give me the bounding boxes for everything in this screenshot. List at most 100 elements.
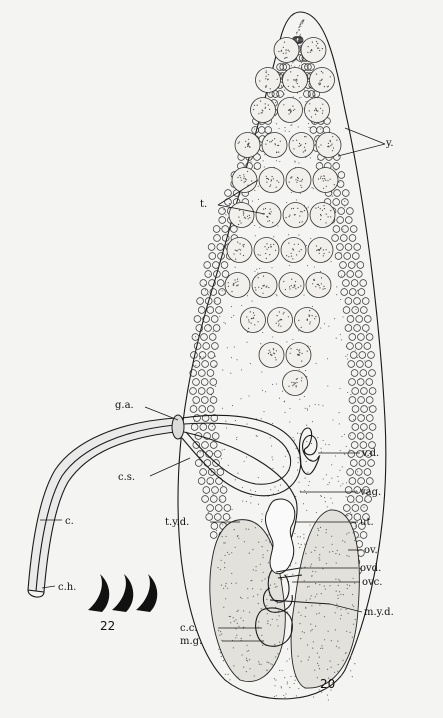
testis-stipple <box>302 151 304 153</box>
yolk-region-dot <box>223 587 225 589</box>
yolk-region-dot <box>335 578 337 580</box>
testis-stipple <box>269 254 271 256</box>
stipple-dot <box>357 289 359 291</box>
testis <box>240 307 266 333</box>
stipple-dot <box>292 436 294 439</box>
yolk-follicle <box>365 333 374 341</box>
stipple-dot <box>277 490 279 492</box>
yolk-region-dot <box>243 541 245 543</box>
stipple-dot <box>214 300 216 302</box>
yolk-follicle <box>199 279 208 287</box>
stipple-dot <box>307 123 309 125</box>
stipple-dot <box>327 699 329 701</box>
yolk-follicle <box>344 297 353 305</box>
stipple-dot <box>267 534 269 536</box>
testis-stipple <box>291 381 293 383</box>
yolk-region-dot <box>220 655 222 658</box>
yolk-region-dot <box>267 623 269 625</box>
yolk-region-dot <box>266 613 268 615</box>
yolk-follicle <box>309 126 318 134</box>
yolk-follicle <box>362 324 370 332</box>
yolk-region-dot <box>309 598 311 600</box>
yolk-follicle <box>367 351 375 359</box>
yolk-follicle <box>219 486 228 494</box>
testis-stipple <box>266 215 269 218</box>
testis-stipple <box>325 179 327 181</box>
stipple-dot <box>338 181 340 183</box>
stipple-dot <box>283 401 285 403</box>
testis-stipple <box>240 222 242 224</box>
yolk-region-dot <box>352 593 354 596</box>
stipple-dot <box>203 356 205 358</box>
stipple-dot <box>303 294 305 296</box>
testis-stipple <box>259 80 261 82</box>
testis-stipple <box>285 52 287 54</box>
yolk-follicle <box>212 459 220 467</box>
testis-stipple <box>244 180 246 182</box>
yolk-follicle <box>204 270 212 278</box>
testis-stipple <box>283 41 286 43</box>
testis-stipple <box>244 146 247 148</box>
yolk-follicle <box>207 243 216 251</box>
stipple-dot <box>231 405 234 407</box>
testis-stipple <box>298 250 300 252</box>
testis-stipple <box>327 216 329 218</box>
yolk-region-dot <box>255 570 257 572</box>
stipple-dot <box>241 304 243 306</box>
stipple-dot <box>219 315 221 317</box>
stipple-dot <box>298 66 300 68</box>
stipple-dot <box>240 398 242 400</box>
yolk-follicle <box>264 126 272 134</box>
testis-stipple <box>322 288 324 290</box>
yolk-region-dot <box>240 617 242 619</box>
stipple-dot <box>300 62 302 64</box>
testis-stipple <box>327 85 329 87</box>
testis-stipple <box>272 222 274 224</box>
stipple-dot <box>298 97 301 99</box>
stipple-dot <box>309 345 311 348</box>
testis-stipple <box>274 138 276 140</box>
yolk-follicle <box>368 387 377 395</box>
yolk-follicle <box>363 342 372 350</box>
stipple-dot <box>292 96 294 98</box>
testis-stipple <box>320 175 322 177</box>
yolk-follicle <box>344 243 353 251</box>
yolk-region-dot <box>227 673 229 676</box>
yolk-follicle <box>209 288 218 296</box>
stipple-dot <box>221 484 224 486</box>
stipple-dot <box>299 33 301 35</box>
stipple-dot <box>369 453 371 455</box>
yolk-region-dot <box>350 658 352 660</box>
stipple-dot <box>347 391 349 394</box>
yolk-follicle <box>215 477 223 485</box>
yolk-region-dot <box>220 631 222 633</box>
stipple-dot <box>271 456 273 458</box>
yolk-region-dot <box>311 575 313 577</box>
stipple-dot <box>357 471 359 473</box>
yolk-region-dot <box>237 609 239 612</box>
testis-stipple <box>320 277 323 279</box>
yolk-follicle <box>207 405 215 413</box>
testis-stipple <box>320 248 322 250</box>
testis-stipple <box>304 149 306 151</box>
yolk-region-dot <box>221 536 223 538</box>
testis-stipple <box>235 281 237 283</box>
testis-stipple <box>295 288 297 290</box>
yolk-region-dot <box>353 528 355 530</box>
stipple-dot <box>363 506 365 508</box>
testis-stipple <box>248 327 250 329</box>
yolk-region-dot <box>248 650 250 652</box>
label-vd: v.d. <box>361 448 379 459</box>
stipple-dot <box>284 411 286 413</box>
testis-stipple <box>234 249 236 251</box>
yolk-follicle <box>221 270 230 278</box>
yolk-follicle <box>199 423 208 431</box>
stipple-dot <box>288 658 290 660</box>
ovicapt <box>262 587 293 613</box>
testis-stipple <box>317 42 319 45</box>
stipple-dot <box>219 262 221 264</box>
testis-stipple <box>296 176 299 179</box>
yolk-follicle <box>218 216 226 224</box>
testis-stipple <box>324 178 326 180</box>
stipple-dot <box>339 333 341 335</box>
